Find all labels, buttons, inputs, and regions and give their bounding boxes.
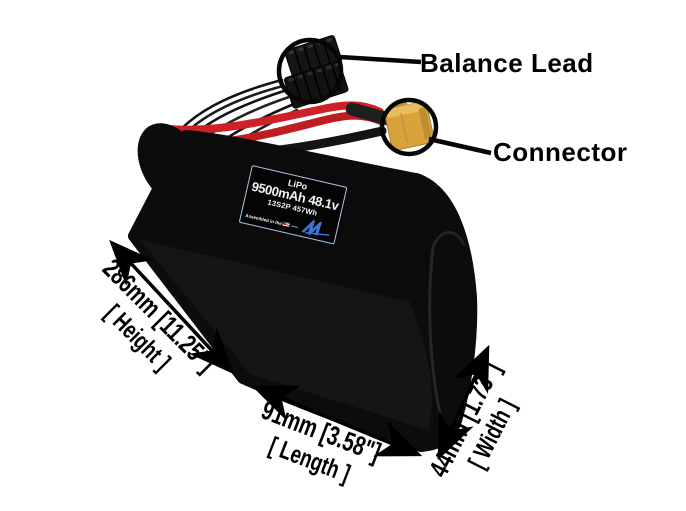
balance-lead-label: Balance Lead	[420, 48, 594, 78]
battery-end-crease-top	[431, 231, 466, 248]
height-dimension-arrow	[109, 239, 234, 375]
connector-leader-line	[428, 136, 492, 156]
usa-flag-icon	[282, 221, 291, 227]
xt60-connector-icon	[384, 100, 435, 151]
battery-end-crease	[428, 246, 442, 415]
label-divider-line	[291, 224, 299, 228]
connector-label: Connector	[493, 137, 628, 167]
balance-lead-leader-line	[339, 54, 422, 65]
maxamps-logo-icon	[298, 217, 334, 245]
label-assembled-text: Assembled in the	[245, 212, 283, 226]
width-dimension-arrow	[437, 344, 490, 461]
length-dimension-arrow	[251, 385, 423, 457]
balance-lead-circle	[276, 37, 344, 105]
connector-circle	[379, 97, 439, 157]
battery-spec-label: LiPo 9500mAh 48.1v 13S2P 457Wh Assembled…	[238, 165, 348, 245]
